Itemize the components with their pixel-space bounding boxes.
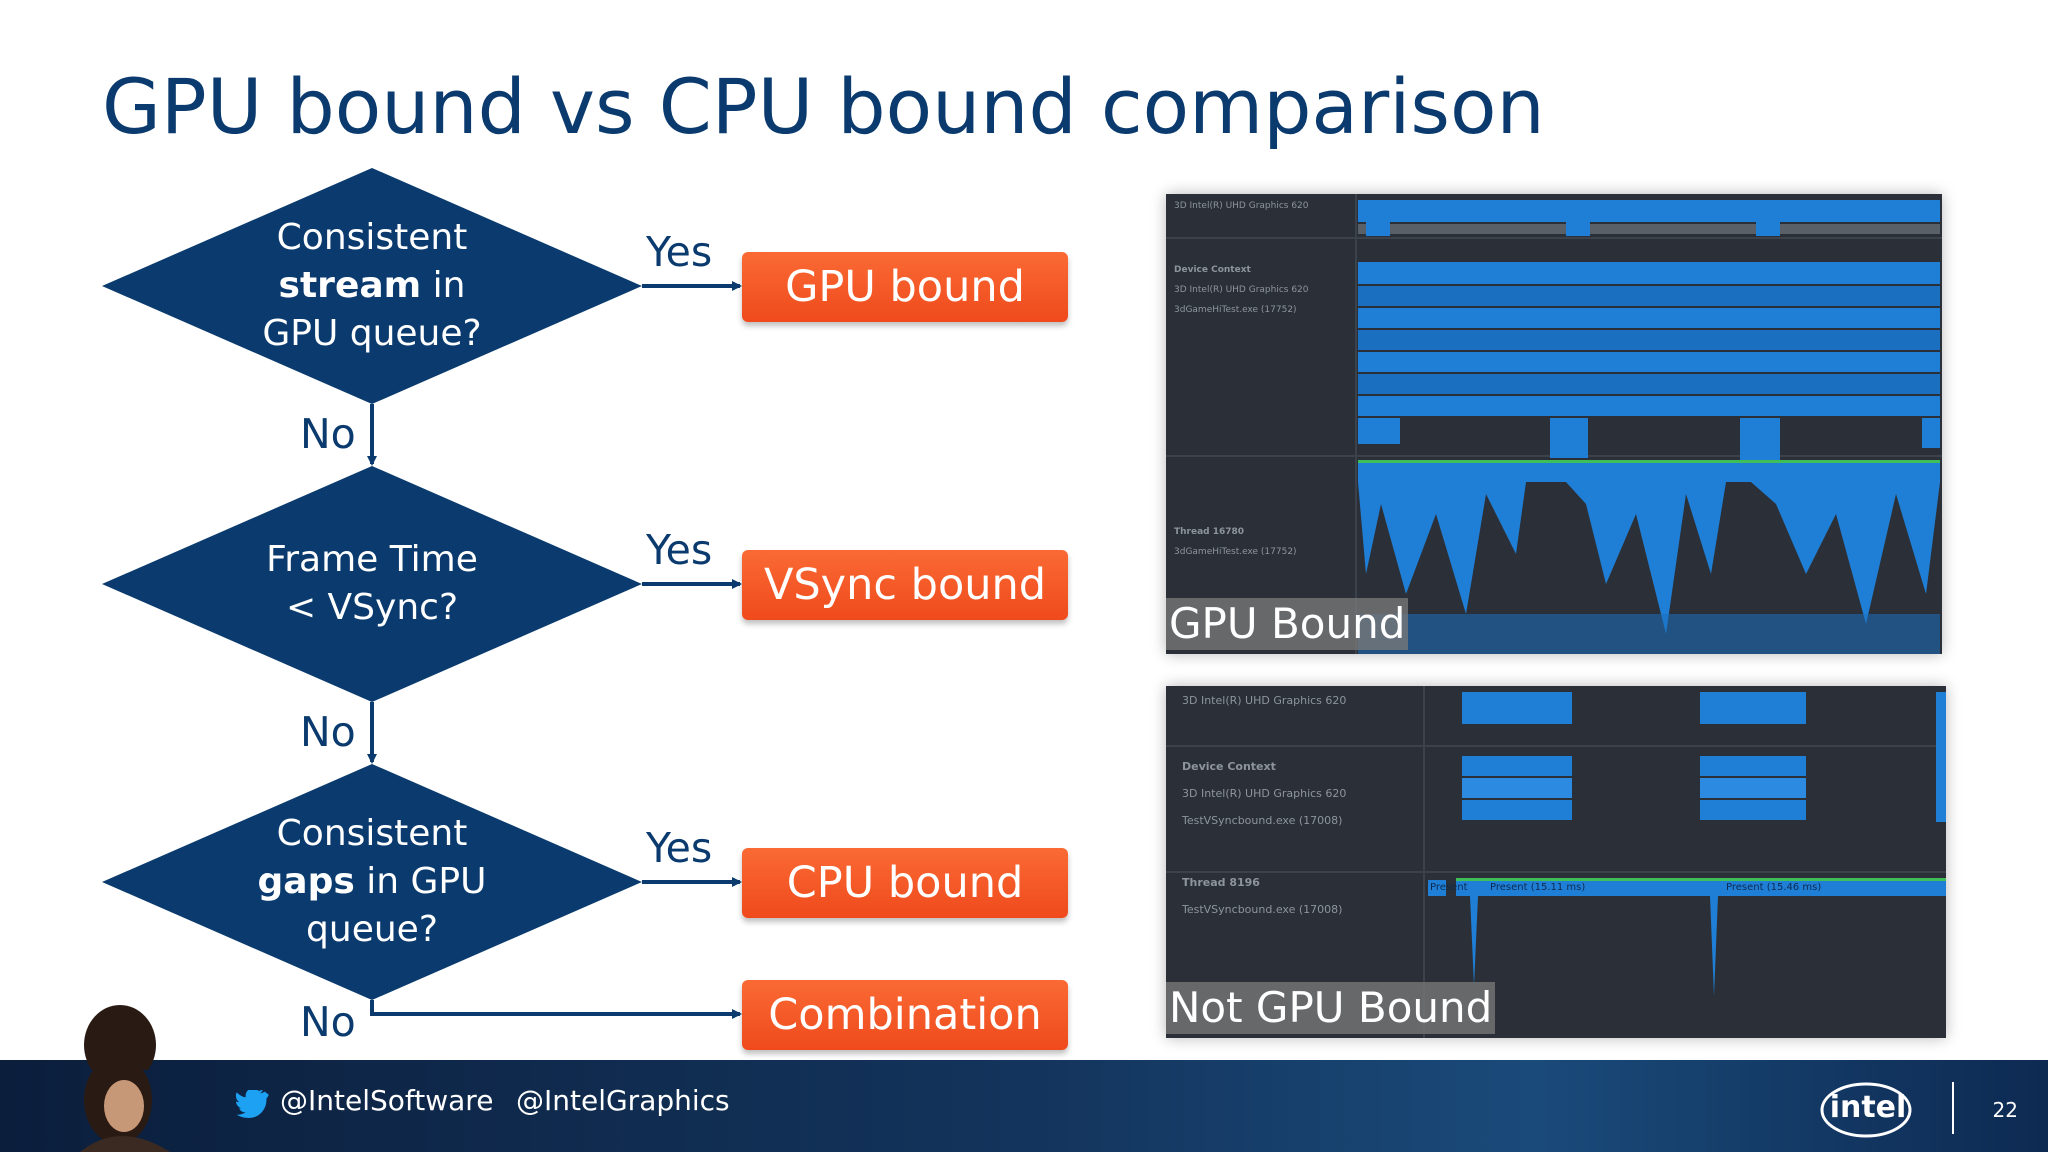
decision-3-line3: queue? — [306, 909, 438, 950]
twitter-bird-icon — [236, 1090, 269, 1119]
notgpu-present-labels: Present Present (15.11 ms) Present (15.4… — [1166, 882, 1946, 896]
slide-title: GPU bound vs CPU bound comparison — [102, 62, 1545, 151]
decision-diamond-3 — [102, 764, 642, 1000]
notgpu-row-label-context-proc: TestVSyncbound.exe (17008) — [1182, 814, 1343, 827]
flowchart — [102, 168, 742, 1019]
result-combination: Combination — [742, 980, 1068, 1050]
no-label-2: No — [300, 708, 356, 756]
character-head — [84, 1005, 156, 1070]
no-label-1: No — [300, 410, 356, 458]
not-gpu-bound-timeline — [1166, 686, 1946, 1038]
gpu-row-label-context-proc: 3dGameHiTest.exe (17752) — [1174, 305, 1297, 315]
decision-2-line1: Frame Time — [266, 539, 478, 580]
yes-label-2: Yes — [646, 526, 713, 574]
decision-3-line2: gaps in GPU — [172, 858, 572, 906]
result-cpu-bound: CPU bound — [742, 848, 1068, 918]
footer-divider — [1952, 1082, 1954, 1134]
gpu-row-label-context-gpu: 3D Intel(R) UHD Graphics 620 — [1174, 285, 1309, 295]
decision-1-line2: stream in — [172, 262, 572, 310]
result-gpu-bound: GPU bound — [742, 252, 1068, 322]
result-vsync-bound: VSync bound — [742, 550, 1068, 620]
decision-1-line3: GPU queue? — [262, 313, 482, 354]
notgpu-row-label-thread-proc: TestVSyncbound.exe (17008) — [1182, 903, 1343, 916]
present-label-2: Present (15.11 ms) — [1490, 882, 1586, 893]
yes-label-1: Yes — [646, 228, 713, 276]
decision-3-keyword: gaps — [257, 861, 355, 902]
present-label-3: Present (15.46 ms) — [1726, 882, 1822, 893]
present-label-1: Present — [1430, 882, 1468, 893]
no-arrow-3 — [370, 1000, 742, 1019]
decision-1-line1: Consistent — [276, 217, 468, 258]
not-gpu-bound-screenshot: 3D Intel(R) UHD Graphics 620 Device Cont… — [1166, 686, 1946, 1038]
notgpu-row-label-thread: Thread 8196 — [1182, 876, 1260, 889]
decision-diamond-1 — [102, 168, 642, 404]
decision-1-keyword: stream — [278, 265, 422, 306]
gpu-row-label-thread-proc: 3dGameHiTest.exe (17752) — [1174, 547, 1297, 557]
decision-3-text: Consistent gaps in GPU queue? — [172, 810, 572, 954]
decision-3-line2-rest: in GPU — [354, 861, 487, 902]
intel-logo-icon — [1820, 1082, 1912, 1138]
gpu-bound-row-labels: 3D Intel(R) UHD Graphics 620 Device Cont… — [1174, 200, 1350, 558]
page-number: 22 — [1992, 1098, 2018, 1122]
decision-2-text: Frame Time < VSync? — [172, 536, 572, 632]
decision-2-line2: < VSync? — [285, 587, 459, 628]
footer-banner — [0, 1060, 2048, 1152]
decision-1-text: Consistent stream in GPU queue? — [172, 214, 572, 358]
gpu-bound-caption: GPU Bound — [1166, 598, 1409, 650]
yes-label-3: Yes — [646, 824, 713, 872]
intel-logo-text: intel — [1829, 1090, 1907, 1125]
notgpu-row-label-queue: 3D Intel(R) UHD Graphics 620 — [1182, 694, 1347, 707]
footer-twitter-intelgraphics: @IntelGraphics — [516, 1084, 730, 1117]
not-gpu-bound-caption: Not GPU Bound — [1166, 982, 1496, 1034]
gpu-bound-screenshot: 3D Intel(R) UHD Graphics 620 Device Cont… — [1166, 194, 1942, 654]
character-portrait — [80, 1060, 170, 1152]
intel-logo: intel — [1818, 1078, 1918, 1140]
footer-twitter-intelsoftware: @IntelSoftware — [280, 1084, 494, 1117]
gpu-row-label-thread: Thread 16780 — [1174, 527, 1245, 537]
gpu-row-label-device-context: Device Context — [1174, 265, 1251, 275]
notgpu-row-label-context-gpu: 3D Intel(R) UHD Graphics 620 — [1182, 787, 1347, 800]
decision-3-line1: Consistent — [276, 813, 468, 854]
notgpu-row-label-device-context: Device Context — [1182, 760, 1276, 773]
gpu-row-label-queue: 3D Intel(R) UHD Graphics 620 — [1174, 201, 1309, 211]
decision-1-line2-rest: in — [421, 265, 466, 306]
not-gpu-bound-row-labels: 3D Intel(R) UHD Graphics 620 Device Cont… — [1182, 694, 1418, 917]
no-label-3: No — [300, 998, 356, 1046]
decision-diamond-2 — [102, 466, 642, 702]
gpu-bound-timeline — [1166, 194, 1942, 654]
